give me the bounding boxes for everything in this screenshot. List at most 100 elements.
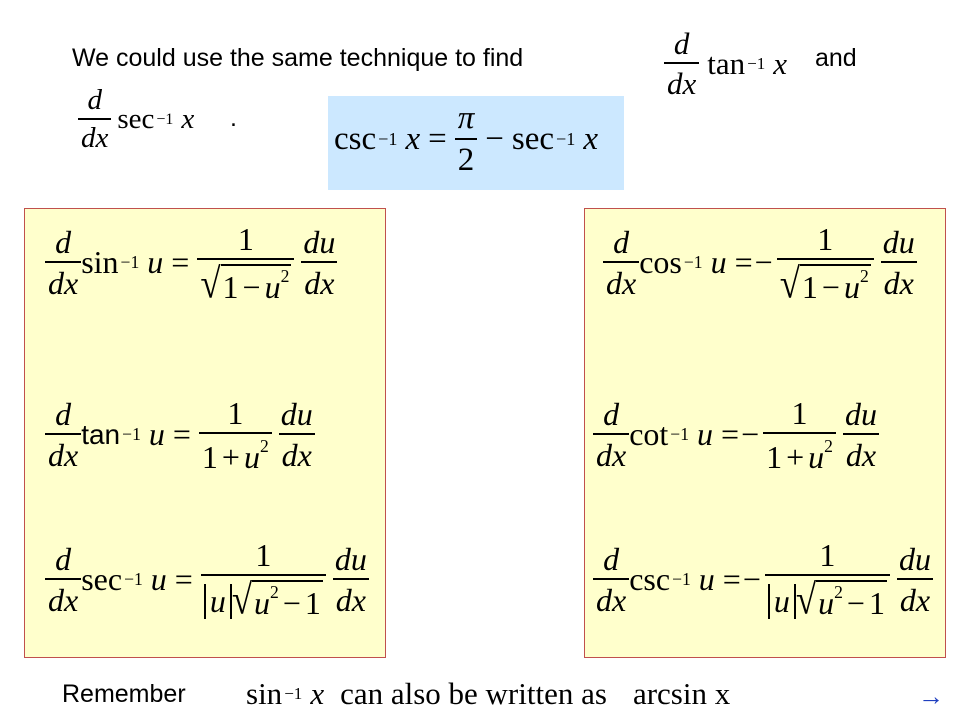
variable-u: u <box>264 268 281 305</box>
denominator: dx <box>278 433 315 471</box>
square-root: √u2−1 <box>232 578 323 620</box>
csc-fn: csc <box>334 121 377 157</box>
plus: + <box>786 438 805 475</box>
term-one: 1 <box>868 584 885 621</box>
square-root: √1−u2 <box>200 259 292 307</box>
variable-u: u <box>710 244 727 281</box>
d-dx-fraction: d dx <box>78 86 112 153</box>
inverse-exponent: −1 <box>556 129 576 149</box>
denominator: u√u2−1 <box>764 574 890 623</box>
reciprocal-fraction: 1 1+u2 <box>198 395 272 475</box>
inverse-exponent: −1 <box>122 424 141 445</box>
arcsin-notation: arcsin x <box>632 676 731 711</box>
inverse-exponent: −1 <box>124 568 143 589</box>
denominator: dx <box>332 577 369 616</box>
variable-u: u <box>808 438 825 475</box>
variable-u: u <box>148 416 165 453</box>
csc-fn: csc <box>629 560 671 597</box>
numerator: 1 <box>791 395 808 431</box>
radical-sign: √ <box>200 259 221 307</box>
plus: + <box>221 438 240 475</box>
sec-fn: sec <box>81 560 123 597</box>
inverse-exponent: −1 <box>670 424 690 445</box>
negative-sign: − <box>741 416 760 453</box>
numerator: d <box>55 540 72 577</box>
equals: = <box>722 560 741 597</box>
radicand: u2−1 <box>252 580 323 619</box>
square-exponent: 2 <box>280 266 290 286</box>
variable-x: x <box>405 121 421 157</box>
square-exponent: 2 <box>259 436 269 456</box>
numerator: du <box>844 396 877 433</box>
numerator: 1 <box>819 537 836 573</box>
reciprocal-fraction: 1 √1−u2 <box>776 221 874 304</box>
radical-sign: √ <box>795 575 817 623</box>
equals: = <box>171 244 190 281</box>
denominator: dx <box>301 261 338 299</box>
reciprocal-fraction: 1 1+u2 <box>763 397 836 473</box>
variable-u: u <box>698 560 715 597</box>
note-phrase: can also be written as <box>340 676 607 711</box>
inverse-exponent: −1 <box>120 252 140 273</box>
numerator: d <box>603 396 620 433</box>
numerator: du <box>882 224 915 261</box>
denominator: dx <box>45 577 82 616</box>
pi-over-two: π 2 <box>454 102 478 177</box>
next-arrow-icon[interactable]: → <box>918 682 944 711</box>
sec-fn: sec <box>117 103 155 135</box>
square-root: √u2−1 <box>795 575 887 623</box>
numerator: 1 <box>817 221 834 257</box>
inverse-exponent: −1 <box>747 53 766 73</box>
term-one: 1 <box>304 584 321 621</box>
reciprocal-fraction: 1 u√u2−1 <box>200 537 326 620</box>
numerator: 1 <box>227 395 244 431</box>
variable-u: u <box>818 584 835 621</box>
remember-label: Remember <box>62 680 186 708</box>
denominator: 1+u2 <box>198 432 272 475</box>
equals: = <box>734 244 753 281</box>
reciprocal-fraction: 1 √1−u2 <box>197 221 295 307</box>
cos-fn: cos <box>639 244 682 281</box>
minus: − <box>282 584 301 621</box>
numerator: d <box>673 26 690 61</box>
variable-x: x <box>583 121 599 157</box>
and-text: and <box>815 44 857 72</box>
sin-fn: sin <box>246 676 283 711</box>
numerator: 1 <box>237 221 254 257</box>
denominator: dx <box>593 577 630 616</box>
term-one: 1 <box>222 268 239 305</box>
numerator: d <box>55 224 72 261</box>
term-one: 1 <box>201 438 218 475</box>
sin-fn: sin <box>81 244 119 281</box>
variable-u: u <box>150 560 167 597</box>
term-one: 1 <box>766 438 783 475</box>
numerator: 1 <box>255 537 272 573</box>
denominator: u√u2−1 <box>200 574 326 620</box>
numerator: du <box>303 224 336 261</box>
numerator: d <box>613 224 630 261</box>
equals: = <box>174 560 193 597</box>
denominator: √1−u2 <box>197 258 295 307</box>
intro-text: We could use the same technique to find <box>72 44 524 72</box>
absolute-u: u <box>767 583 796 620</box>
equals: = <box>428 121 447 157</box>
square-exponent: 2 <box>824 436 833 456</box>
variable-u: u <box>254 584 271 621</box>
numerator: d <box>603 540 620 577</box>
radicand: 1−u2 <box>799 264 871 303</box>
